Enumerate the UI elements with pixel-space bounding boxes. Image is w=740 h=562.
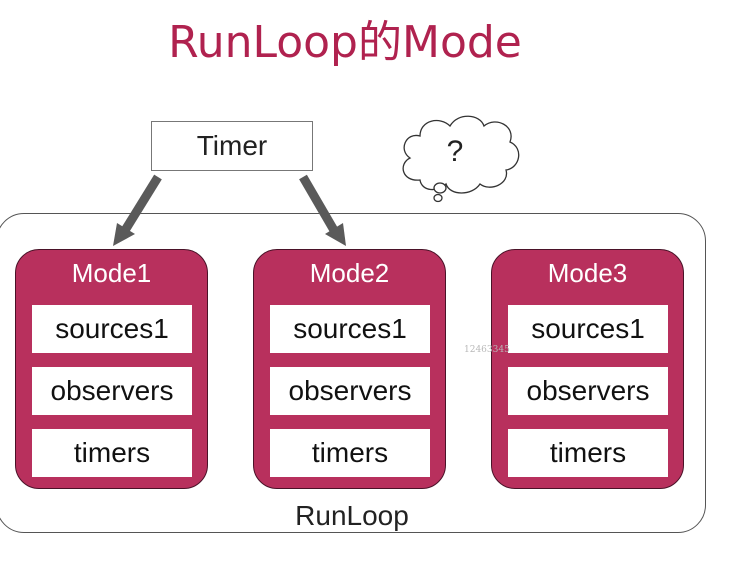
- mode-box-1: Mode1 sources1 observers timers: [15, 249, 208, 489]
- question-mark: ?: [446, 135, 464, 168]
- mode-title: Mode2: [309, 258, 390, 288]
- runloop-label: RunLoop: [295, 500, 409, 531]
- timer-box: Timer: [151, 121, 313, 171]
- mode-item-observers: observers: [32, 367, 192, 415]
- mode-item-timers: timers: [270, 429, 430, 477]
- mode-item-timers: timers: [508, 429, 668, 477]
- mode-item-sources: sources1: [270, 305, 430, 353]
- mode-box-2: Mode2 sources1 observers timers: [253, 249, 446, 489]
- mode-title: Mode1: [71, 258, 152, 288]
- mode-item-observers: observers: [270, 367, 430, 415]
- watermark: 12463345: [464, 345, 510, 355]
- mode-item-sources: sources1: [508, 305, 668, 353]
- mode-box-3: Mode3 sources1 observers timers: [491, 249, 684, 489]
- page-title: RunLoop的Mode: [168, 17, 522, 68]
- mode-item-timers: timers: [32, 429, 192, 477]
- mode-title: Mode3: [547, 258, 628, 288]
- mode-item-sources: sources1: [32, 305, 192, 353]
- mode-item-observers: observers: [508, 367, 668, 415]
